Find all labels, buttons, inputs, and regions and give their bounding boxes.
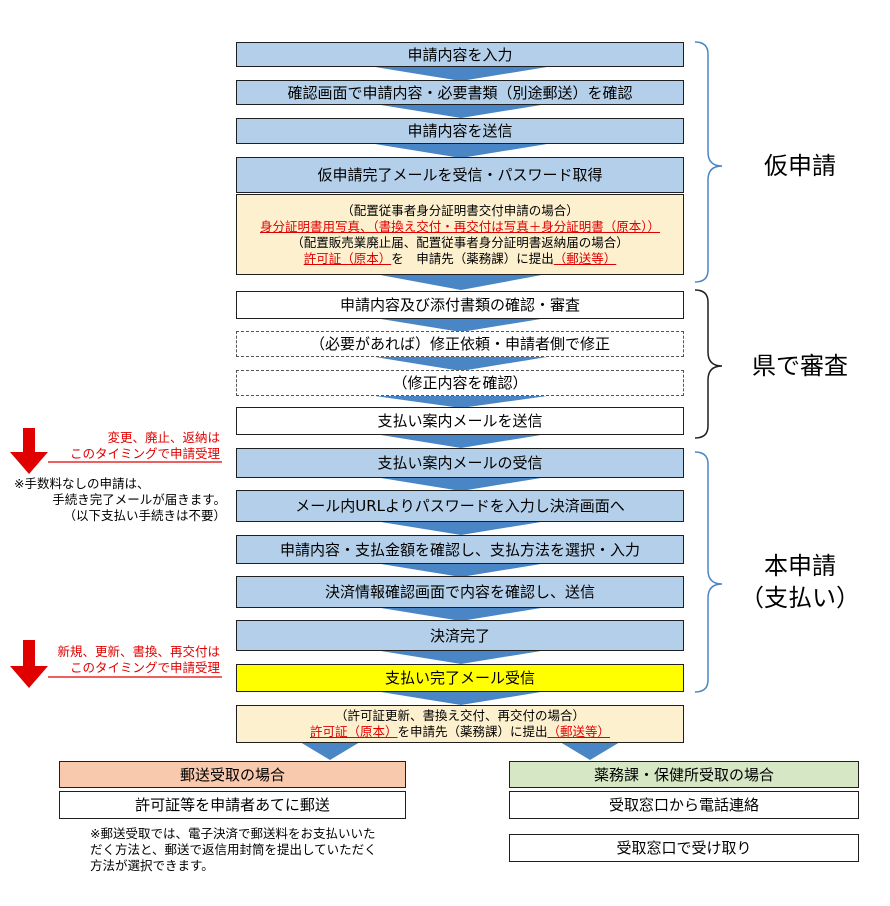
phase-main-line1: 本申請 (764, 552, 836, 580)
step-open-url: メール内URLよりパスワードを入力し決済画面へ (236, 490, 684, 522)
down-arrow-icon (375, 434, 547, 448)
step-confirm-payment: 決済情報確認画面で内容を確認し、送信 (236, 576, 684, 608)
down-arrow-icon (375, 396, 547, 408)
step-receive-payment-mail: 支払い案内メールの受信 (236, 448, 684, 478)
cream-line: （許可証更新、書換え交付、再交付の場合） (334, 708, 585, 723)
down-arrow-icon (300, 742, 360, 760)
step-payment-complete: 決済完了 (236, 620, 684, 651)
red-down-arrow-icon (10, 428, 48, 474)
office-receipt-step2: 受取窓口で受け取り (509, 834, 859, 862)
step-send: 申請内容を送信 (236, 118, 684, 144)
step-confirm: 確認画面で申請内容・必要書類（別途郵送）を確認 (236, 80, 684, 105)
step-check-fix: （修正内容を確認） (236, 370, 684, 396)
down-arrow-icon (375, 607, 547, 621)
no-fee-note: ※手数料なしの申請は、 手続き完了メールが届きます。 （以下支払い手続きは不要） (14, 476, 226, 523)
down-arrow-icon (375, 274, 547, 290)
step-review: 申請内容及び添付書類の確認・審査 (236, 291, 684, 319)
mail-receipt-step: 許可証等を申請者あてに郵送 (59, 791, 406, 819)
down-arrow-icon (375, 477, 547, 491)
phase-provisional: 仮申請 (764, 152, 836, 180)
down-arrow-icon (375, 650, 547, 664)
step-provisional-mail: 仮申請完了メールを受信・パスワード取得 (236, 157, 684, 193)
marker2-text: 新規、更新、書換、再交付は このタイミングで申請受理 (57, 644, 220, 675)
down-arrow-icon (375, 357, 547, 371)
phase-review: 県で審査 (752, 352, 848, 380)
phase-main-line2: （支払い） (740, 584, 860, 612)
marker1-text: 変更、廃止、返納は このタイミングで申請受理 (69, 430, 220, 461)
down-arrow-icon (560, 742, 620, 760)
down-arrow-icon (375, 691, 547, 705)
down-arrow-icon (375, 521, 547, 535)
down-arrow-icon (375, 67, 547, 81)
red-down-arrow-icon (10, 640, 48, 688)
down-arrow-icon (375, 144, 547, 158)
mail-receipt-header: 郵送受取の場合 (59, 761, 406, 788)
phase-main: 本申請 （支払い） (738, 550, 862, 614)
brace-icon (694, 41, 723, 283)
cream-line-mixed: 許可証（原本）を 申請先（薬務課）に提出（郵送等） (303, 250, 617, 266)
cream-note-2: （許可証更新、書換え交付、再交付の場合） 許可証（原本）を申請先（薬務課）に提出… (236, 705, 684, 743)
down-arrow-icon (375, 563, 547, 577)
cream-note-1: （配置従事者身分証明書交付申請の場合） 身分証明書用写真、（書換え交付・再交付は… (236, 194, 684, 275)
down-arrow-icon (375, 104, 547, 118)
step-input: 申請内容を入力 (236, 42, 684, 67)
step-send-payment-mail: 支払い案内メールを送信 (236, 407, 684, 435)
mail-receipt-note: ※郵送受取では、電子決済で郵送料をお支払いいた だく方法と、郵送で返信用封筒を提… (90, 826, 377, 873)
cream-line-mixed: 許可証（原本）を申請先（薬務課）に提出（郵送等） (309, 724, 611, 739)
step-select-payment: 申請内容・支払金額を確認し、支払方法を選択・入力 (236, 535, 684, 564)
office-receipt-header: 薬務課・保健所受取の場合 (509, 761, 859, 788)
brace-icon (694, 451, 723, 693)
step-payment-complete-mail: 支払い完了メール受信 (236, 664, 684, 692)
cream-line: （配置従事者身分証明書交付申請の場合） (341, 202, 579, 218)
brace-icon (694, 289, 723, 439)
cream-line: （配置販売業廃止届、配置従事者身分証明書返納届の場合） (291, 234, 629, 250)
cream-line-red: 身分証明書用写真、（書換え交付・再交付は写真＋身分証明書（原本）） (259, 218, 660, 234)
office-receipt-step1: 受取窓口から電話連絡 (509, 791, 859, 819)
step-fix-request: （必要があれば）修正依頼・申請者側で修正 (236, 331, 684, 357)
down-arrow-icon (375, 318, 547, 332)
